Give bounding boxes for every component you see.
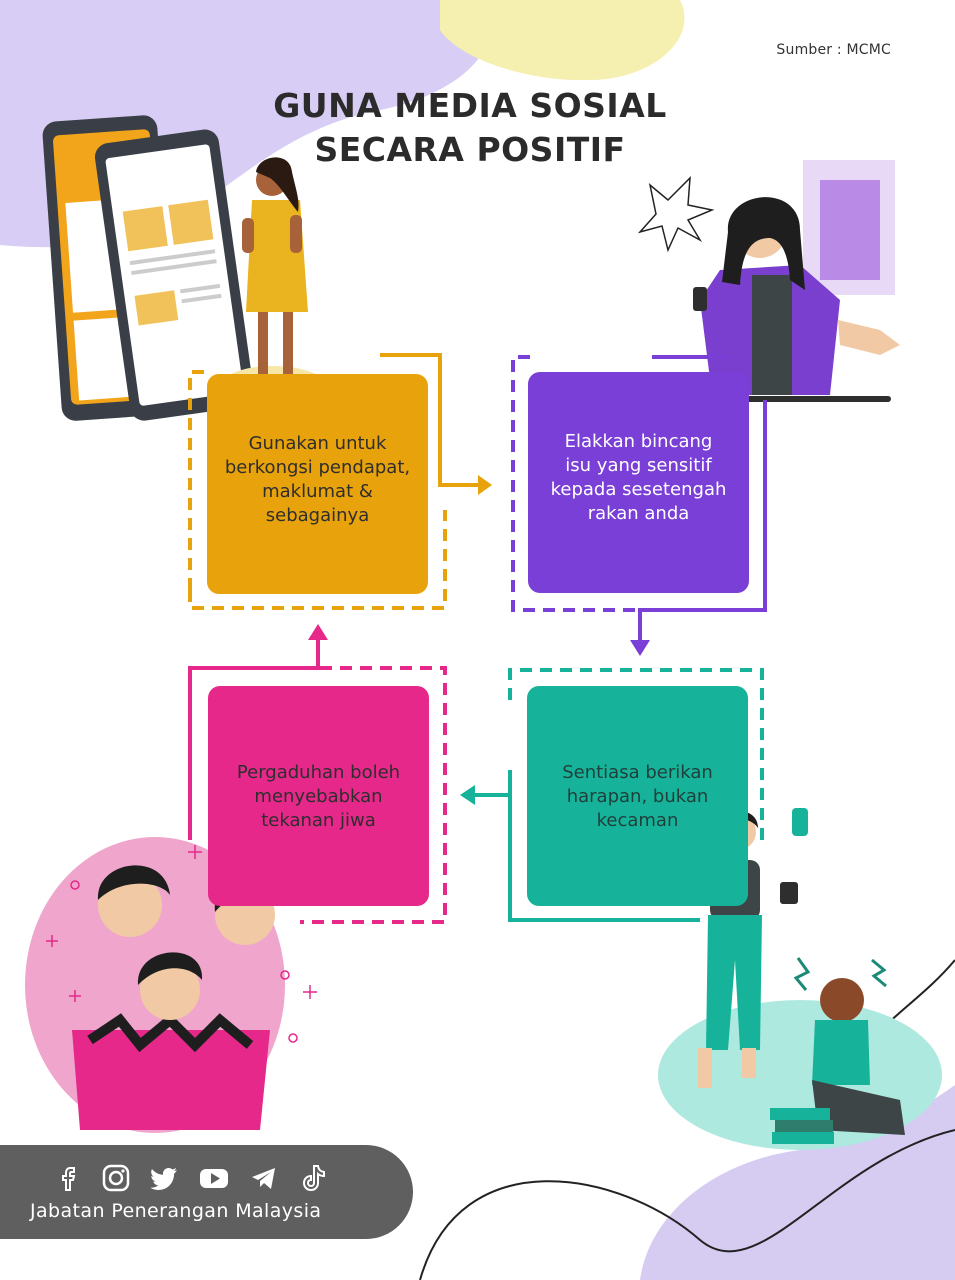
telegram-icon[interactable] — [248, 1162, 280, 1194]
sparkle-decorations — [46, 845, 317, 1043]
step-card-line: tekanan jiwa — [261, 810, 376, 831]
step-card-line: isu yang sensitif — [565, 455, 712, 476]
article-phone-illustration — [42, 115, 255, 421]
source-credit: Sumber : MCMC — [776, 42, 891, 58]
step-card-line: Elakkan bincang — [564, 431, 713, 452]
facebook-icon[interactable] — [52, 1162, 84, 1194]
man-purple-jacket-illustration — [637, 160, 900, 402]
step-card-text: Elakkan bincang isu yang sensitif kepada s… — [539, 430, 739, 526]
pink-step-frame — [188, 624, 447, 924]
step-card-line: kepada sesetengah — [550, 479, 727, 500]
step-card-avoid-sensitive: Elakkan bincang isu yang sensitif kepada s… — [528, 372, 749, 593]
page-title-line-2: SECARA POSITIF — [314, 130, 626, 169]
step-card-line: menyebabkan — [254, 786, 383, 807]
women-teal-illustration — [658, 808, 942, 1150]
page-title-line-1: GUNA MEDIA SOSIAL — [273, 86, 667, 125]
purple-step-frame — [511, 355, 767, 656]
footer-bar — [0, 1145, 413, 1239]
step-card-text: Gunakan untuk berkongsi pendapat, maklumat… — [218, 432, 418, 528]
step-card-text: Pergaduhan boleh menyebabkan tekanan jiwa — [219, 761, 419, 833]
teal-step-frame — [460, 668, 764, 922]
yellow-step-frame — [188, 353, 492, 610]
step-card-line: rakan anda — [587, 503, 690, 524]
step-card-line: Gunakan untuk — [248, 433, 387, 454]
step-card-line: kecaman — [596, 810, 679, 831]
step-card-line: maklumat & — [262, 481, 373, 502]
step-card-line: harapan, bukan — [566, 786, 709, 807]
stressed-men-illustration — [25, 837, 285, 1133]
footer-organization-name: Jabatan Penerangan Malaysia — [30, 1200, 322, 1222]
instagram-icon[interactable] — [100, 1162, 132, 1194]
step-card-share: Gunakan untuk berkongsi pendapat, maklumat… — [207, 374, 428, 594]
youtube-icon[interactable] — [198, 1162, 230, 1194]
step-card-quarrel-stress: Pergaduhan boleh menyebabkan tekanan jiwa — [208, 686, 429, 906]
step-card-line: berkongsi pendapat, — [224, 457, 411, 478]
twitter-icon[interactable] — [148, 1162, 180, 1194]
step-card-text: Sentiasa berikan harapan, bukan kecaman — [538, 761, 738, 833]
step-card-line: Sentiasa berikan — [562, 762, 713, 783]
step-card-line: sebagainya — [265, 505, 370, 526]
step-card-line: Pergaduhan boleh — [236, 762, 401, 783]
tiktok-icon[interactable] — [296, 1162, 328, 1194]
step-card-give-hope: Sentiasa berikan harapan, bukan kecaman — [527, 686, 748, 906]
